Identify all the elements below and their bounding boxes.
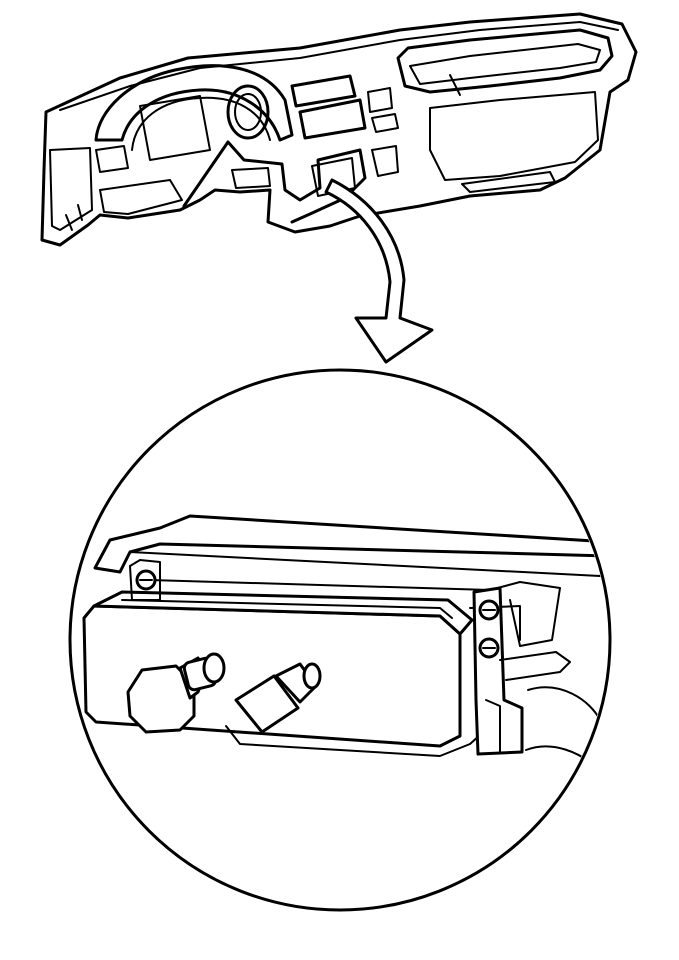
center-stack-vent (371, 113, 399, 133)
detail-view (68, 368, 612, 912)
cluster-hood (94, 64, 294, 142)
instrument-panel-outline (40, 12, 638, 247)
glovebox-door (429, 91, 599, 181)
panel-mark-2 (77, 204, 83, 221)
left-vent (95, 145, 129, 173)
glovebox-opening (396, 28, 614, 94)
glovebox-inner (409, 43, 601, 85)
upper-rail (93, 514, 608, 574)
connector-hex-cap (202, 652, 226, 684)
module-location (311, 157, 356, 197)
bracket-flange (499, 651, 571, 681)
glovebox-lower-lip (461, 171, 556, 193)
callout-arrow (324, 178, 434, 364)
bracket-foot (485, 699, 501, 753)
instrument-panel (40, 12, 638, 247)
connector-angled (234, 662, 322, 734)
center-stack-small-switch (367, 87, 393, 113)
cluster-left-gauge (139, 95, 211, 161)
connector-angled-cap (302, 662, 322, 690)
panel-mark-1 (65, 214, 73, 231)
left-tab (129, 559, 161, 601)
connector-angled-body (234, 674, 300, 734)
control-module-top-inner (121, 599, 453, 619)
lower-panel-recess (231, 167, 271, 189)
lower-panel-right-trim (371, 145, 399, 177)
center-stack-radio (290, 74, 357, 108)
cluster-round-gauge-inner (234, 93, 262, 131)
connector-hex-plug (126, 664, 196, 734)
bolt-left (129, 559, 161, 601)
bracket-icon (472, 586, 524, 756)
glovebox-seam (449, 74, 461, 96)
left-knee-bolster (99, 179, 183, 215)
curved-arrow-icon (324, 178, 434, 364)
center-stack-controls (298, 98, 367, 140)
left-end-panel (49, 147, 93, 231)
cluster-round-gauge (226, 84, 270, 140)
connector (126, 652, 226, 734)
mounting-bracket (472, 586, 571, 756)
